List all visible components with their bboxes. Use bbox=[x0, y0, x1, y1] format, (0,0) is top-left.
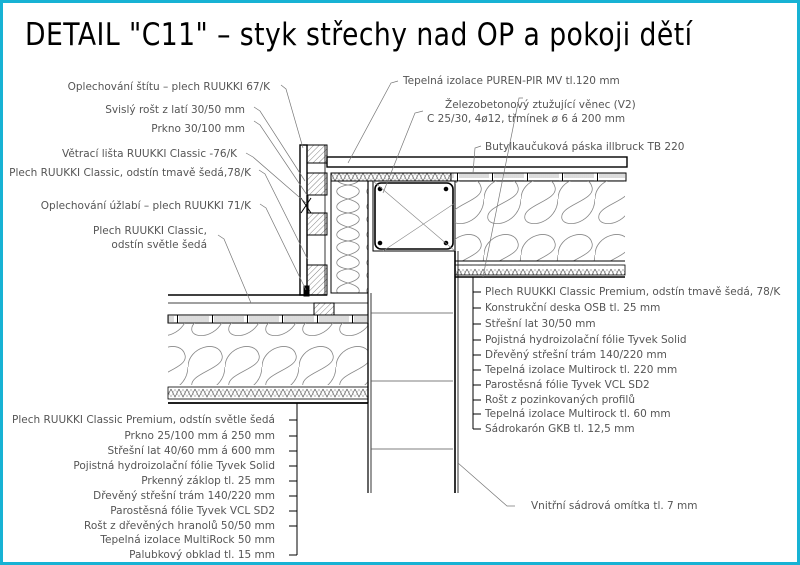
label-r-insulation-60: Tepelná izolace Multirock tl. 60 mm bbox=[485, 408, 671, 420]
label-l-timber-grid: Rošt z dřevěných hranolů 50/50 mm bbox=[84, 520, 275, 532]
label-l-premium-sheet: Plech RUUKKI Classic Premium, odstín svě… bbox=[12, 414, 275, 426]
label-l-membrane: Pojistná hydroizolační fólie Tyvek Solid bbox=[73, 460, 275, 472]
upper-roof bbox=[326, 156, 628, 493]
label-l-insulation-50: Tepelná izolace MultiRock 50 mm bbox=[100, 534, 275, 546]
label-r-batten: Střešní lat 30/50 mm bbox=[485, 318, 596, 330]
label-r-plasterboard: Sádrokarón GKB tl. 12,5 mm bbox=[485, 423, 635, 435]
lower-roof bbox=[167, 294, 369, 404]
label-l-decking: Prkenný záklop tl. 25 mm bbox=[141, 475, 275, 487]
label-r-premium-sheet: Plech RUUKKI Classic Premium, odstín tma… bbox=[485, 286, 781, 298]
label-r-insulation-220: Tepelná izolace Multirock tl. 220 mm bbox=[485, 364, 678, 376]
label-r-vapour-barrier: Parostěsná fólie Tyvek VCL SD2 bbox=[485, 379, 650, 391]
label-pir-insulation: Tepelná izolace PUREN-PIR MV tl.120 mm bbox=[403, 75, 620, 87]
label-l-panelling: Palubkový obklad tl. 15 mm bbox=[129, 549, 275, 561]
gable-wall bbox=[299, 144, 328, 297]
label-board: Prkno 30/100 mm bbox=[151, 123, 245, 135]
label-vent-strip: Větrací lišta RUUKKI Classic -76/K bbox=[61, 148, 237, 160]
label-valley-flashing: Oplechování úžlabí – plech RUUKKI 71/K bbox=[40, 200, 251, 212]
label-r-rafter: Dřevěný střešní trám 140/220 mm bbox=[485, 349, 667, 361]
label-interior-plaster: Vnitřní sádrová omítka tl. 7 mm bbox=[531, 500, 698, 512]
leader-lines bbox=[217, 80, 523, 507]
label-dark-grey-sheet: Plech RUUKKI Classic, odstín tmavě šedá,… bbox=[9, 167, 251, 179]
right-stack-bracket bbox=[472, 277, 481, 430]
detail-title: DETAIL "C11" – styk střechy nad OP a pok… bbox=[25, 17, 693, 53]
label-r-osb: Konstrukční deska OSB tl. 25 mm bbox=[485, 302, 661, 314]
label-gable-flashing: Oplechování štítu – plech RUUKKI 67/K bbox=[67, 81, 270, 93]
label-rc-ring-beam: Železobetonový ztužující věnec (V2) bbox=[445, 99, 636, 111]
construction-detail-drawing bbox=[167, 80, 628, 556]
label-l-board: Prkno 25/100 mm á 250 mm bbox=[124, 430, 275, 442]
label-butyl-tape: Butylkaučuková páska illbruck TB 220 bbox=[485, 141, 685, 153]
label-vertical-battens: Svislý rošt z latí 30/50 mm bbox=[105, 104, 245, 116]
label-l-rafter: Dřevěný střešní trám 140/220 mm bbox=[93, 490, 275, 502]
left-stack-bracket bbox=[289, 403, 298, 556]
label-l-vapour-barrier: Parostěsná fólie Tyvek VCL SD2 bbox=[110, 505, 275, 517]
label-light-grey-sheet-1: Plech RUUKKI Classic, bbox=[93, 225, 207, 237]
label-light-grey-sheet-2: odstín světle šedá bbox=[111, 239, 207, 251]
label-l-batten: Střešní lat 40/60 mm á 600 mm bbox=[107, 445, 275, 457]
label-rc-spec: C 25/30, 4ø12, třmínek ø 6 á 200 mm bbox=[427, 113, 626, 125]
label-r-steel-grid: Rošt z pozinkovaných profilů bbox=[485, 394, 635, 406]
label-r-membrane: Pojistná hydroizolační fólie Tyvek Solid bbox=[485, 334, 687, 346]
